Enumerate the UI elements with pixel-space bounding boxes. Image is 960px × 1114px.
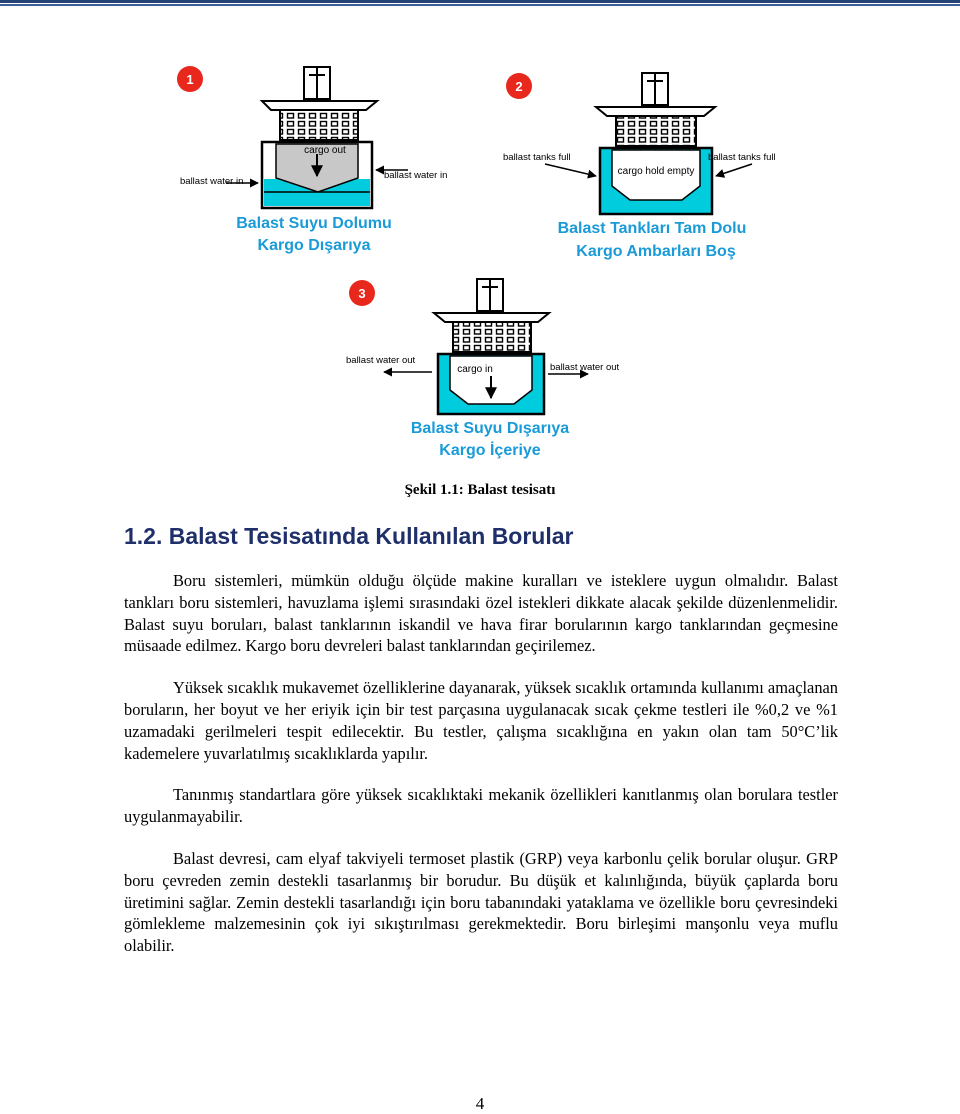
- panel-caption-line-2: Kargo Dışarıya: [258, 237, 371, 254]
- panel-caption-line-2: Kargo Ambarları Boş: [576, 243, 736, 260]
- ship-panel-1: 1 cargo out ballast water in ballast wat…: [177, 66, 447, 254]
- paragraph-4: Balast devresi, cam elyaf takviyeli term…: [124, 848, 838, 956]
- left-flow-label: ballast water out: [346, 355, 416, 366]
- body-text: Boru sistemleri, mümkün olduğu ölçüde ma…: [124, 570, 838, 977]
- cargo-hold: [611, 149, 701, 201]
- panel-caption-line-2: Kargo İçeriye: [439, 441, 540, 459]
- ship-panel-3: 3 cargo in ballast water out ballast wat…: [346, 278, 620, 459]
- panel-caption-line-1: Balast Suyu Dolumu: [236, 215, 392, 232]
- panel-caption-line-1: Balast Tankları Tam Dolu: [558, 220, 747, 237]
- ship-superstructure: [593, 72, 718, 147]
- panel-number-badge: [506, 73, 532, 99]
- right-flow-label: ballast water out: [550, 362, 620, 373]
- ship-superstructure: [259, 66, 380, 141]
- ship-panel-2: 2 cargo hold empty ballast tanks full ba…: [503, 72, 776, 260]
- panel-number-badge: [349, 280, 375, 306]
- paragraph-2: Yüksek sıcaklık mukavemet özelliklerine …: [124, 678, 838, 763]
- left-tank-label: ballast tanks full: [503, 152, 571, 163]
- ship-superstructure: [431, 278, 552, 353]
- cargo-label: cargo in: [457, 364, 493, 375]
- cargo-label: cargo hold empty: [618, 166, 695, 177]
- ballast-figure: 1 cargo out ballast water in ballast wat…: [177, 66, 776, 459]
- panel-caption-line-1: Balast Suyu Dışarıya: [411, 420, 569, 437]
- paragraph-3: Tanınmış standartlara göre yüksek sıcakl…: [124, 785, 838, 827]
- panel-number-badge: [177, 66, 203, 92]
- right-flow-label: ballast water in: [384, 170, 447, 181]
- right-tank-label: ballast tanks full: [708, 152, 776, 163]
- page-top-border: [0, 0, 960, 7]
- paragraph-1: Boru sistemleri, mümkün olduğu ölçüde ma…: [124, 571, 838, 656]
- page-number: 4: [475, 1094, 485, 1113]
- figure-caption: Şekil 1.1: Balast tesisatı: [404, 482, 556, 498]
- panel-number: 1: [186, 72, 193, 87]
- cargo-label: cargo out: [304, 145, 346, 156]
- panel-number: 3: [358, 286, 365, 301]
- left-flow-label: ballast water in: [180, 176, 243, 187]
- panel-number: 2: [515, 79, 522, 94]
- section-title: 1.2. Balast Tesisatında Kullanılan Borul…: [124, 523, 574, 549]
